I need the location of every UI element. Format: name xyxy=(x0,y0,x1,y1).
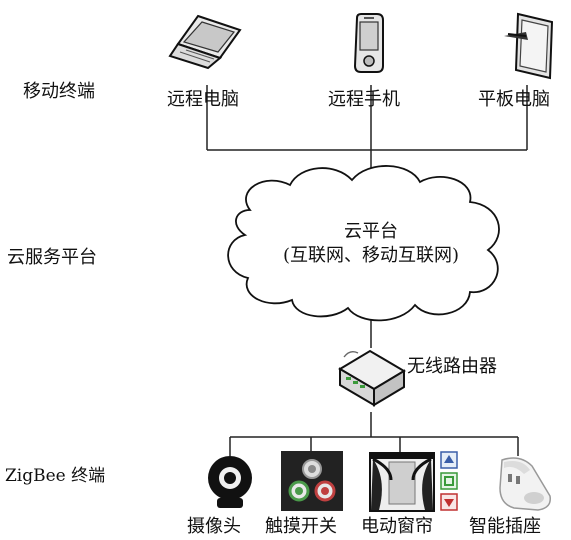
touch-switch-icon xyxy=(281,451,343,515)
router-label: 无线路由器 xyxy=(407,356,497,377)
tier-zigbee-label: ZigBee 终端 xyxy=(5,466,106,486)
cloud-icon xyxy=(227,165,500,322)
mobile-phone-icon xyxy=(351,12,387,78)
phone-label: 远程手机 xyxy=(328,89,400,110)
laptop-label: 远程电脑 xyxy=(167,89,239,110)
curtain-label: 电动窗帘 xyxy=(361,516,433,537)
camera-label: 摄像头 xyxy=(187,516,241,537)
cloud-subtitle: (互联网、移动互联网) xyxy=(282,245,460,267)
camera-icon xyxy=(203,454,257,516)
tier-cloud-service-label: 云服务平台 xyxy=(7,247,97,268)
smart-socket-label: 智能插座 xyxy=(469,516,541,537)
cloud-title: 云平台 xyxy=(344,221,398,242)
touch-switch-label: 触摸开关 xyxy=(265,516,337,537)
tablet-icon xyxy=(502,10,558,86)
tablet-label: 平板电脑 xyxy=(478,89,550,110)
curtain-icon xyxy=(369,450,463,518)
smart-socket-icon xyxy=(494,452,554,518)
tier-mobile-label: 移动终端 xyxy=(23,81,95,102)
cloud-text: 云平台 (互联网、移动互联网) xyxy=(246,220,496,269)
router-icon xyxy=(330,345,410,415)
laptop-icon xyxy=(168,14,244,74)
